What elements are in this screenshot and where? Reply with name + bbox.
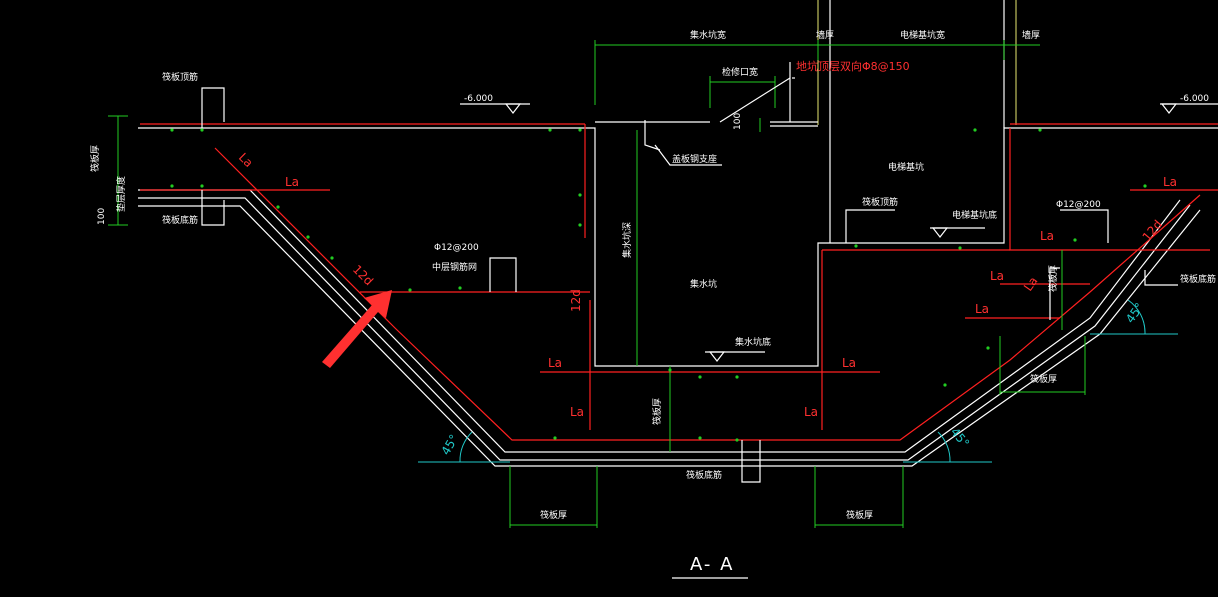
la-label: La — [804, 405, 818, 419]
raft-thick-right-vertical-label: 筏板厚 — [1047, 265, 1059, 292]
elevator-width-label: 电梯基坑宽 — [900, 29, 945, 41]
la-label: La — [1040, 229, 1054, 243]
rebar-lines — [140, 123, 1218, 441]
sump-depth-label: 集水坑深 — [621, 222, 633, 258]
la-label: La — [548, 356, 562, 370]
elevator-pit-bottom-label: 电梯基坑底 — [952, 209, 997, 221]
elevator-pit-label: 电梯基坑 — [888, 161, 924, 173]
pointer-arrow — [322, 290, 392, 368]
la-label: La — [570, 405, 584, 419]
la-label: La — [285, 175, 299, 189]
12d-label: 12d — [350, 262, 376, 288]
leader-lines — [201, 62, 1178, 483]
dim-100-mid-label: 100 — [733, 113, 743, 130]
raft-thick-mid-label: 筏板厚 — [651, 398, 663, 425]
raft-thick-right-label: 筏板厚 — [1030, 373, 1057, 385]
la-label: La — [975, 302, 989, 316]
rebar-spec-mid-label: Φ12@200 — [434, 243, 479, 253]
top-rebar-left-label: 筏板顶筋 — [162, 71, 198, 83]
dimension-lines — [108, 40, 1086, 528]
la-label: La — [842, 356, 856, 370]
bottom-rebar-left-label: 筏板底筋 — [162, 214, 198, 226]
la-label: La — [1163, 175, 1177, 189]
repair-opening-label: 检修口宽 — [722, 66, 758, 78]
mid-mesh-label: 中层钢筋网 — [432, 261, 477, 273]
elevation-markers — [460, 103, 1218, 362]
dim-100-label: 100 — [97, 208, 107, 225]
la-label: La — [1021, 274, 1041, 294]
raft-thick-bottom-right-label: 筏板厚 — [846, 509, 873, 521]
elevation-right-label: -6.000 — [1180, 94, 1209, 104]
sump-width-label: 集水坑宽 — [690, 29, 726, 41]
rebar-dots — [170, 128, 1147, 442]
pit-top-rebar-note: 地坑顶层双向Φ8@150 — [796, 59, 910, 73]
sump-label: 集水坑 — [690, 278, 717, 290]
text-labels: 筏板顶筋 筏板底筋 筏板厚 垫层厚度 100 -6.000 -6.000 集水坑… — [89, 29, 1216, 579]
la-label: La — [990, 269, 1004, 283]
ground-lines — [418, 299, 1178, 463]
raft-bottom-mid-label: 筏板底筋 — [686, 469, 722, 481]
raft-bottom-right-label: 筏板底筋 — [1180, 273, 1216, 285]
12d-label: 12d — [1140, 217, 1165, 244]
sump-bottom-label: 集水坑底 — [735, 336, 771, 348]
rebar-spec-right-label: Φ12@200 — [1056, 200, 1101, 210]
elevation-left-label: -6.000 — [464, 94, 493, 104]
raft-top-right-label: 筏板顶筋 — [862, 196, 898, 208]
pad-thick-label: 垫层厚度 — [115, 176, 127, 212]
wall-thick-2-label: 墙厚 — [1022, 29, 1040, 41]
12d-label: 12d — [569, 289, 583, 312]
section-title: A- A — [690, 554, 734, 575]
wall-thick-1-label: 墙厚 — [816, 29, 834, 41]
la-label: La — [236, 150, 256, 170]
raft-thick-left-label: 筏板厚 — [89, 145, 101, 172]
angle-45-label: 45° — [438, 432, 461, 457]
cover-plate-support-label: 盖板钢支座 — [672, 153, 717, 165]
raft-thick-bottom-left-label: 筏板厚 — [540, 509, 567, 521]
